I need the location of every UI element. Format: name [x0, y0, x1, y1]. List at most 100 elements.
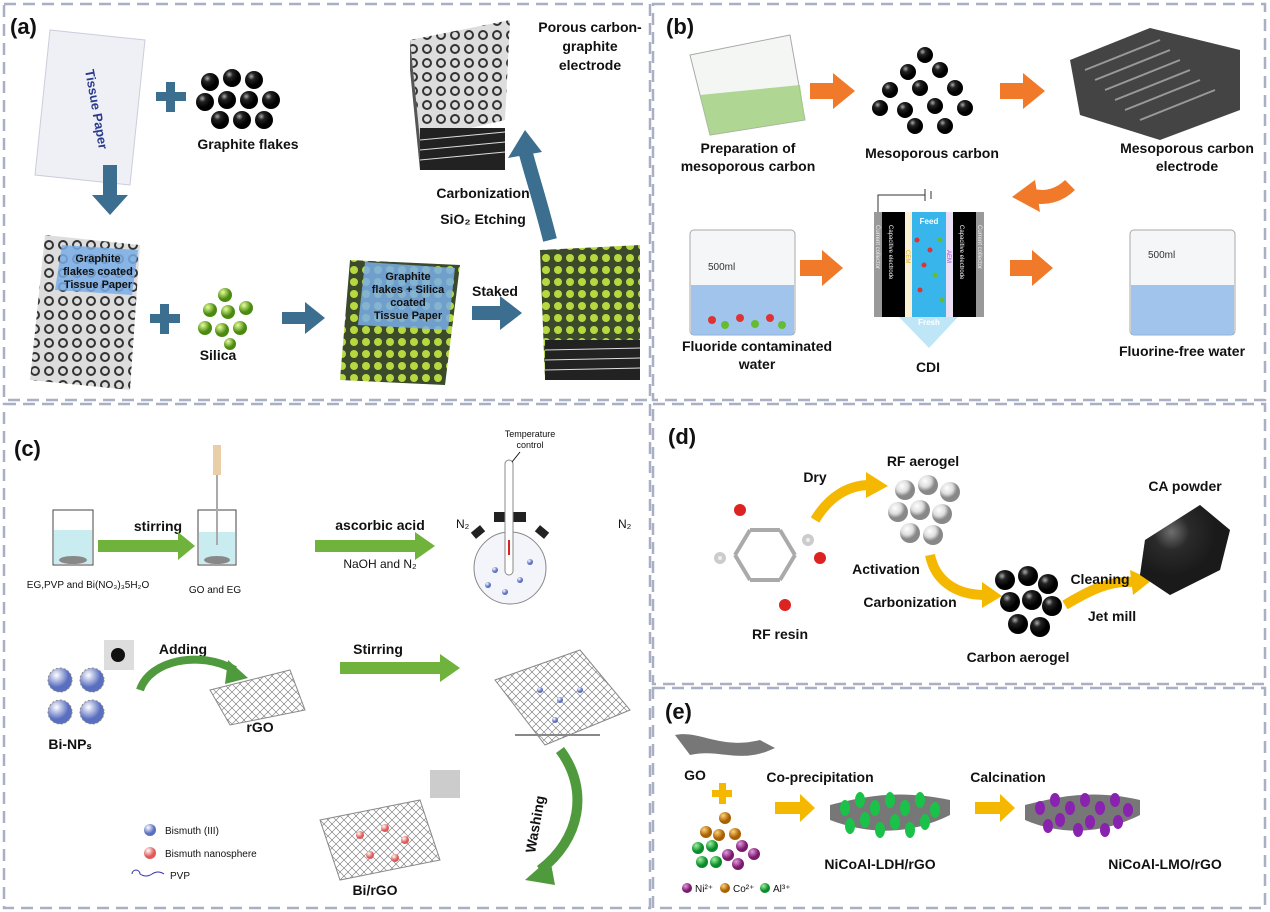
go-label: GO	[684, 767, 706, 783]
tilted-beaker-image	[689, 34, 806, 136]
panel-e-border	[651, 686, 1267, 910]
graphite-silica-paper-image: Graphite flakes + Silica coated Tissue P…	[340, 260, 460, 385]
dry-arrow	[810, 480, 871, 523]
carbon-aerogel-label: Carbon aerogel	[967, 649, 1070, 665]
panel-e-tag: (e)	[665, 699, 692, 724]
arrow-right	[975, 794, 1015, 822]
arrow-right	[98, 532, 195, 560]
legend-al: Al³⁺	[773, 884, 791, 895]
collector-label-left: Current collector	[874, 225, 880, 269]
contaminated-beaker-image: 500ml	[689, 229, 796, 336]
adding-arrow	[136, 655, 237, 692]
porous-electrode-image	[410, 20, 510, 170]
ldh-rgo-image	[830, 792, 950, 838]
arrow-up-curved	[518, 148, 557, 242]
pvp-swatch	[131, 869, 165, 877]
collector-label-right: Current collector	[976, 225, 982, 269]
electrode-label-right: Capacitive electrode	[958, 225, 964, 280]
fresh-label: Fresh	[918, 318, 940, 327]
electrode-label-2: graphite	[562, 38, 617, 54]
graphite-flakes-image	[196, 69, 280, 129]
legend-bismuth-nanosphere: Bismuth nanosphere	[165, 849, 257, 860]
calcination-label: Calcination	[970, 769, 1045, 785]
bi-nanospheres	[356, 824, 409, 862]
activation-arrow	[925, 553, 986, 600]
electrode-label-1: Porous carbon-	[538, 19, 642, 35]
legend-pvp: PVP	[170, 871, 190, 882]
arrow-down	[92, 165, 128, 215]
washing-arrow	[536, 747, 583, 874]
fluoride-label-2: water	[738, 356, 776, 372]
arrow-right	[315, 532, 435, 560]
legend-ni: Ni²⁺	[695, 884, 713, 895]
meso-carbon-label: Mesoporous carbon	[865, 145, 999, 161]
jet-mill-label: Jet mill	[1088, 608, 1136, 624]
panel-c-tag: (c)	[14, 436, 41, 461]
carbon-electrode-image	[1070, 28, 1240, 140]
plus-icon	[712, 783, 732, 804]
arrow-right	[800, 250, 843, 286]
coated-label-3: Tissue Paper	[64, 279, 133, 291]
panel-a: (a) Tissue Paper Graphite flakes Graphit…	[10, 14, 642, 390]
tissue-paper-image: Tissue Paper	[34, 29, 146, 186]
mix2-label: GO and EG	[189, 585, 241, 596]
three-neck-flask	[470, 459, 550, 605]
coated-label-1: Graphite	[75, 253, 120, 265]
silica-image	[198, 288, 253, 350]
arrow-head	[866, 472, 888, 498]
n2-right-label: N₂	[618, 517, 632, 531]
ni-swatch	[682, 883, 692, 893]
ca-powder-label: CA powder	[1148, 478, 1222, 494]
washing-label: Washing	[522, 794, 548, 854]
clean-beaker-image: 500ml	[1129, 229, 1236, 336]
panel-c-border	[2, 402, 652, 910]
panel-d-tag: (d)	[668, 424, 696, 449]
arrow-right	[775, 794, 815, 822]
bi-nps-label: Bi-NPₛ	[48, 736, 91, 752]
electrode-label-1: Mesoporous carbon	[1120, 140, 1254, 156]
ion-legend: Ni²⁺ Co²⁺ Al³⁺	[682, 883, 791, 895]
panel-b-tag: (b)	[666, 14, 694, 39]
bi-rgo-label: Bi/rGO	[352, 882, 397, 898]
aem-label: AEM	[945, 250, 951, 263]
coated-silica-label-3: coated	[390, 297, 425, 309]
graphite-flakes-label: Graphite flakes	[197, 136, 298, 152]
cleaning-label: Cleaning	[1070, 571, 1129, 587]
prep-label-1: Preparation of	[701, 140, 796, 156]
panel-c: (c) EG,PVP and Bi(NO₃)₃5H₂O stirring GO …	[14, 429, 632, 898]
n2-left-label: N₂	[456, 517, 470, 531]
legend: Bismuth (III) Bismuth nanosphere PVP	[131, 824, 257, 882]
arrow-head	[225, 660, 248, 684]
coated-silica-label-4: Tissue Paper	[374, 310, 443, 322]
coated-label-2: flakes coated	[63, 266, 133, 278]
pointer-line	[511, 451, 521, 463]
carbonization-label: Carbonization	[863, 594, 956, 610]
beaker-2	[197, 445, 237, 566]
lmo-rgo-image	[1025, 793, 1140, 837]
coprecipitation-label: Co-precipitation	[766, 769, 873, 785]
panel-e: (e) GO Ni²⁺ Co²⁺ Al³⁺ Co-precipitation N…	[665, 699, 1222, 895]
prep-label-2: mesoporous carbon	[681, 158, 816, 174]
electrode-label-3: electrode	[559, 57, 621, 73]
fluoride-label-1: Fluoride contaminated	[682, 338, 832, 354]
tem-inset	[430, 770, 460, 798]
coated-silica-label-1: Graphite	[385, 271, 430, 283]
electrode-label-2: electrode	[1156, 158, 1218, 174]
mesoporous-carbon-image	[872, 47, 973, 134]
panel-d-border	[651, 402, 1267, 686]
panel-a-border	[2, 2, 652, 402]
stirring-label: stirring	[134, 518, 182, 534]
arrow-head	[982, 582, 1002, 608]
staked-label: Staked	[472, 283, 518, 299]
coated-silica-label-2: flakes + Silica	[372, 284, 445, 296]
stacked-layers-image	[540, 245, 641, 380]
cdi-label: CDI	[916, 359, 940, 375]
feed-label: Feed	[920, 217, 939, 226]
bi-nps-image	[47, 640, 134, 725]
cdi-cell-image: Feed Fresh Current collector Capacitive …	[874, 189, 984, 348]
silica-label: Silica	[200, 347, 237, 363]
naoh-label: NaOH and N₂	[343, 557, 417, 571]
acid-label: ascorbic acid	[335, 517, 425, 533]
graphite-coated-paper-image: Graphite flakes coated Tissue Paper	[30, 235, 140, 390]
